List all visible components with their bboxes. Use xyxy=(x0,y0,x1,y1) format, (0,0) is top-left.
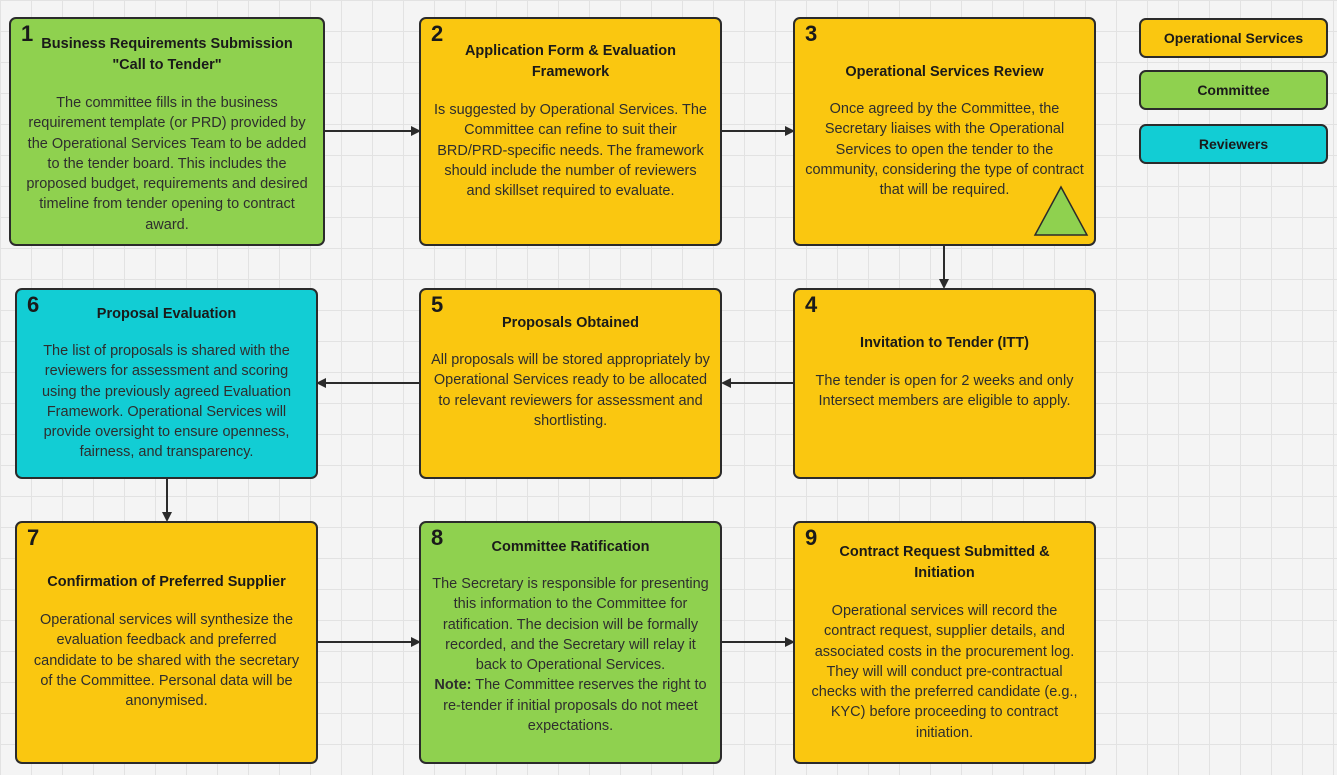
step-title: Proposals Obtained xyxy=(502,315,639,331)
step-3-box[interactable]: 3 Operational Services Review Once agree… xyxy=(793,17,1096,246)
step-body: The tender is open for 2 weeks and only … xyxy=(815,373,1074,410)
step-9-box[interactable]: 9 Contract Request Submitted & Initiatio… xyxy=(793,521,1096,764)
step-note: Note: The Committee reserves the right t… xyxy=(431,675,710,736)
step-title: Application Form & Evaluation Framework xyxy=(464,43,677,80)
legend-reviewers: Reviewers xyxy=(1139,124,1328,164)
step-title: Invitation to Tender (ITT) xyxy=(860,335,1029,351)
step-number: 6 xyxy=(27,292,40,317)
step-body: All proposals will be stored appropriate… xyxy=(431,352,710,429)
step-body: The Secretary is responsible for present… xyxy=(432,576,709,674)
step-2-box[interactable]: 2 Application Form & Evaluation Framewor… xyxy=(419,17,722,246)
note-text: The Committee reserves the right to re-t… xyxy=(443,677,707,735)
step-6-box[interactable]: 6 Proposal Evaluation The list of propos… xyxy=(15,288,318,479)
step-title: Business Requirements Submission "Call t… xyxy=(41,36,293,73)
legend-committee: Committee xyxy=(1139,70,1328,110)
step-title: Operational Services Review xyxy=(845,64,1044,80)
step-number: 3 xyxy=(805,21,818,46)
step-number: 5 xyxy=(431,292,444,317)
step-number: 7 xyxy=(27,525,40,550)
step-body: Is suggested by Operational Services. Th… xyxy=(434,102,707,200)
step-title: Contract Request Submitted & Initiation xyxy=(839,544,1050,581)
triangle-shape xyxy=(1033,185,1089,236)
step-7-box[interactable]: 7 Confirmation of Preferred Supplier Ope… xyxy=(15,521,318,764)
step-number: 8 xyxy=(431,525,444,550)
step-number: 1 xyxy=(21,21,34,46)
note-label: Note: xyxy=(434,677,472,694)
step-title: Committee Ratification xyxy=(491,539,650,555)
legend-operational-services: Operational Services xyxy=(1139,18,1328,58)
step-number: 9 xyxy=(805,525,818,550)
step-title: Confirmation of Preferred Supplier xyxy=(47,574,286,590)
step-body: The committee fills in the business requ… xyxy=(26,95,308,233)
step-4-box[interactable]: 4 Invitation to Tender (ITT) The tender … xyxy=(793,288,1096,479)
step-body: Operational services will synthesize the… xyxy=(33,612,300,710)
step-number: 4 xyxy=(805,292,818,317)
step-body: The list of proposals is shared with the… xyxy=(41,343,292,461)
step-body: Operational services will record the con… xyxy=(811,603,1078,741)
step-1-box[interactable]: 1 Business Requirements Submission "Call… xyxy=(9,17,325,246)
step-title: Proposal Evaluation xyxy=(96,306,237,322)
step-5-box[interactable]: 5 Proposals Obtained All proposals will … xyxy=(419,288,722,479)
step-number: 2 xyxy=(431,21,444,46)
step-body: Once agreed by the Committee, the Secret… xyxy=(805,101,1084,199)
step-8-box[interactable]: 8 Committee Ratification The Secretary i… xyxy=(419,521,722,764)
